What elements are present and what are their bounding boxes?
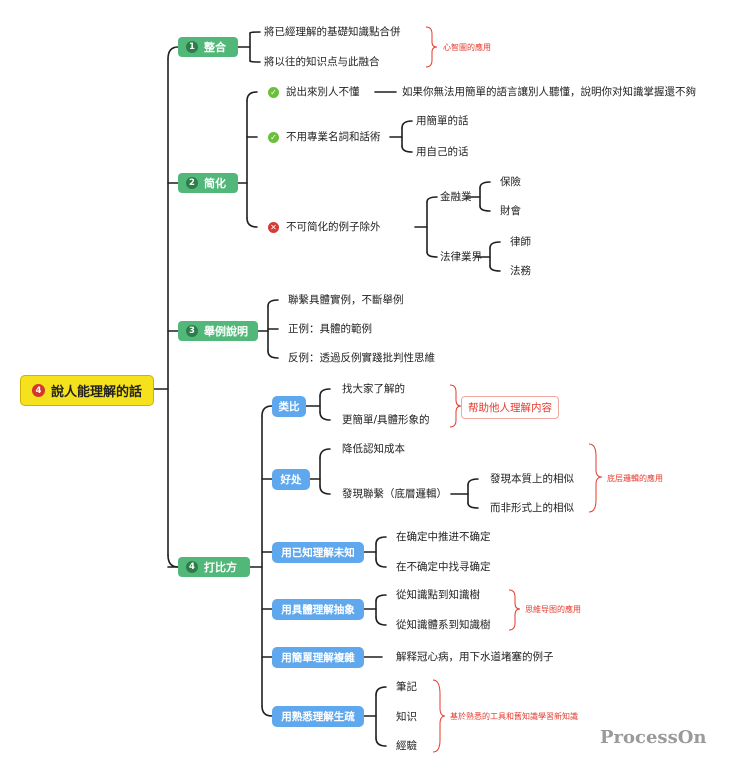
familiar-item-3[interactable]: 經驗 bbox=[396, 740, 417, 752]
familiar-node[interactable]: 用熟悉理解生疏 bbox=[272, 706, 364, 727]
analogy-note: 帮助他人理解内容 bbox=[461, 396, 559, 419]
simplify-item-2-child-1[interactable]: 用簡單的話 bbox=[416, 115, 469, 127]
branch-analogy[interactable]: 4 打比方 bbox=[178, 557, 250, 577]
simplify-item-1[interactable]: 說出來別人不懂 bbox=[286, 86, 360, 98]
root-node[interactable]: 4 說人能理解的話 bbox=[20, 375, 154, 406]
known-item-2[interactable]: 在不确定中找寻确定 bbox=[396, 561, 491, 573]
analogy-node[interactable]: 类比 bbox=[272, 396, 306, 417]
branch-number-badge: 4 bbox=[186, 561, 198, 573]
integrate-note: 心智圖的應用 bbox=[443, 43, 491, 52]
familiar-item-1[interactable]: 筆記 bbox=[396, 681, 417, 693]
branch-number-badge: 2 bbox=[186, 177, 198, 189]
law-node[interactable]: 法律業界 bbox=[440, 251, 482, 263]
integrate-item-2[interactable]: 將以往的知识点与此融合 bbox=[264, 56, 380, 68]
simplify-item-2-child-2[interactable]: 用自己的话 bbox=[416, 146, 469, 158]
branch-label: 整合 bbox=[204, 41, 226, 54]
known-item-1[interactable]: 在确定中推进不确定 bbox=[396, 531, 491, 543]
law-child-2[interactable]: 法務 bbox=[510, 265, 531, 277]
simplify-item-2[interactable]: 不用專業名詞和話術 bbox=[286, 131, 381, 143]
root-label: 說人能理解的話 bbox=[50, 385, 142, 400]
concrete-item-1[interactable]: 從知識點到知識樹 bbox=[396, 589, 480, 601]
benefit-note: 底层邏輯的應用 bbox=[607, 474, 663, 483]
watermark: ProcessOn bbox=[600, 727, 707, 748]
branch-examples[interactable]: 3 舉例說明 bbox=[178, 321, 258, 341]
branch-label: 简化 bbox=[204, 177, 226, 190]
analogy-item-1[interactable]: 找大家了解的 bbox=[342, 383, 405, 395]
branch-integrate[interactable]: 1 整合 bbox=[178, 37, 238, 57]
branch-label: 舉例說明 bbox=[204, 325, 248, 338]
integrate-item-1[interactable]: 將已經理解的基礎知識點合併 bbox=[264, 26, 401, 38]
benefit-child-2[interactable]: 而非形式上的相似 bbox=[490, 502, 574, 514]
examples-item-3[interactable]: 反例：透過反例實踐批判性思維 bbox=[288, 352, 435, 364]
branch-label: 打比方 bbox=[204, 561, 237, 574]
concrete-note: 思維导图的應用 bbox=[525, 605, 581, 614]
known-node[interactable]: 用已知理解未知 bbox=[272, 542, 364, 563]
concrete-item-2[interactable]: 從知識體系到知識樹 bbox=[396, 619, 491, 631]
benefit-node[interactable]: 好处 bbox=[272, 469, 310, 490]
cross-icon: ✕ bbox=[268, 222, 279, 233]
simplify-item-3[interactable]: 不可简化的例子除外 bbox=[286, 221, 381, 233]
benefit-item-1[interactable]: 降低認知成本 bbox=[342, 443, 405, 455]
benefit-child-1[interactable]: 發現本質上的相似 bbox=[490, 473, 574, 485]
law-child-1[interactable]: 律師 bbox=[510, 236, 531, 248]
check-icon: ✓ bbox=[268, 87, 279, 98]
simple-node[interactable]: 用簡單理解複雜 bbox=[272, 647, 364, 668]
examples-item-1[interactable]: 聯繫具體實例，不斷舉例 bbox=[288, 294, 404, 306]
familiar-note: 基於熟悉的工具和舊知識學習新知識 bbox=[450, 712, 578, 721]
branch-number-badge: 3 bbox=[186, 325, 198, 337]
check-icon: ✓ bbox=[268, 132, 279, 143]
branch-number-badge: 1 bbox=[186, 41, 198, 53]
simplify-item-1-detail[interactable]: 如果你無法用簡單的語言讓別人聽懂，說明你对知識掌握還不夠 bbox=[402, 86, 696, 98]
benefit-item-2[interactable]: 發現聯繫（底層邏輯） bbox=[342, 488, 447, 500]
concrete-node[interactable]: 用具體理解抽象 bbox=[272, 599, 364, 620]
analogy-item-2[interactable]: 更簡單/具體形象的 bbox=[342, 414, 430, 426]
branch-simplify[interactable]: 2 简化 bbox=[178, 173, 238, 193]
finance-node[interactable]: 金融業 bbox=[440, 191, 472, 203]
finance-child-2[interactable]: 財會 bbox=[500, 205, 521, 217]
simple-item-1[interactable]: 解释冠心病，用下水道堵塞的例子 bbox=[396, 651, 554, 663]
examples-item-2[interactable]: 正例：具體的範例 bbox=[288, 323, 372, 335]
finance-child-1[interactable]: 保險 bbox=[500, 176, 521, 188]
root-number-badge: 4 bbox=[31, 384, 45, 397]
familiar-item-2[interactable]: 知识 bbox=[396, 711, 417, 723]
